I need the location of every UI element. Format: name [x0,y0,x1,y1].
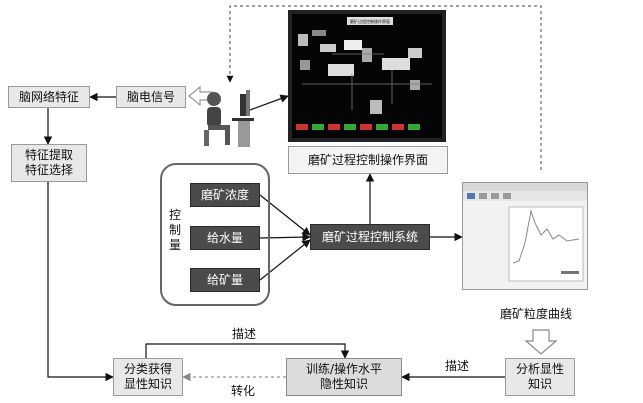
classify-knowledge-box: 分类获得 显性知识 [113,358,183,396]
describe-right-label: 描述 [445,359,470,373]
concentration-box: 磨矿浓度 [190,183,260,207]
granularity-curve-window [462,182,588,290]
classify-label-line2: 显性知识 [123,377,172,391]
hmi-screen: 磨矿过程控制操作界面 [288,10,446,142]
brain-network-feature-label: 脑网络特征 [18,89,79,104]
feature-extraction-box: 特征提取 特征选择 [11,144,87,182]
analyze-label-line1: 分析显性 [515,362,564,376]
analyze-label-line2: 知识 [527,377,552,391]
curve-caption: 磨矿粒度曲线 [500,307,573,321]
hmi-title-bar: 磨矿过程控制操作界面 [350,18,390,24]
hmi-caption-box: 磨矿过程控制操作界面 [288,146,448,174]
hmi-process-diagram: 磨矿过程控制操作界面 [296,17,432,130]
hollow-down-arrow [524,329,558,355]
arrow-operator-to-screen [249,94,289,111]
eeg-signal-box: 脑电信号 [116,86,186,108]
control-system-box: 磨矿过程控制系统 [310,224,430,250]
analyze-explicit-knowledge-box: 分析显性 知识 [505,358,575,396]
hmi-caption: 磨矿过程控制操作界面 [307,152,428,167]
brain-network-feature-box: 脑网络特征 [8,86,90,108]
describe-top-label: 描述 [232,327,257,341]
operator-at-computer-icon [204,90,254,147]
feature-selection-label: 特征选择 [24,163,73,177]
transform-label: 转化 [231,384,256,398]
control-variables-label: 控 制 量 [169,208,182,252]
eeg-signal-label: 脑电信号 [126,89,175,104]
ore-feed-box: 给矿量 [190,268,260,292]
feedback-dashed-line [226,5,542,170]
train-label-line1: 训练/操作水平 [305,362,383,376]
water-feed-label: 给水量 [206,230,243,245]
concentration-label: 磨矿浓度 [200,187,249,202]
water-feed-box: 给水量 [190,226,260,250]
train-tacit-knowledge-box: 训练/操作水平 隐性知识 [286,358,402,396]
arrow-feature-to-classify [47,182,114,382]
train-label-line2: 隐性知识 [319,377,368,391]
arrow-classify-to-train [145,343,350,359]
control-variables-group [160,163,270,306]
feature-extraction-label: 特征提取 [24,148,73,162]
control-system-label: 磨矿过程控制系统 [321,229,418,244]
ore-feed-label: 给矿量 [206,272,243,287]
granularity-curve-plot [463,183,587,282]
classify-label-line1: 分类获得 [123,362,172,376]
